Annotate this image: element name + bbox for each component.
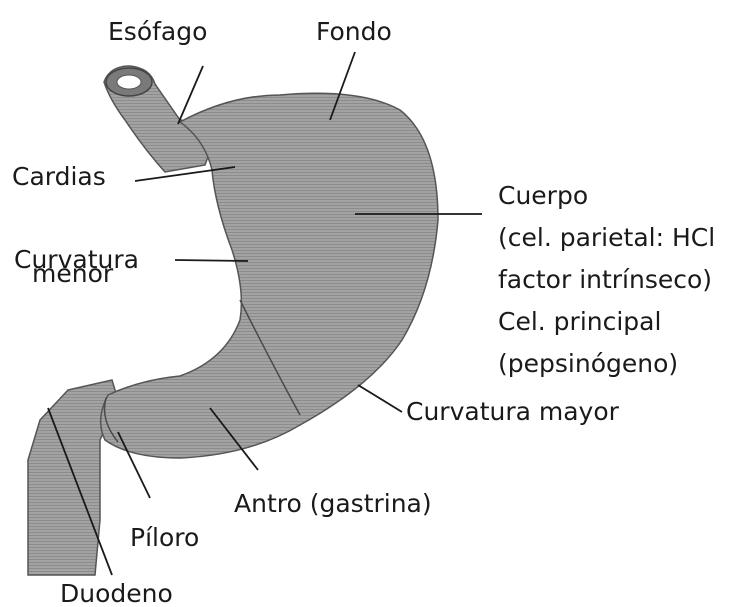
esophagus-lumen xyxy=(117,75,141,89)
label-duodeno: Duodeno xyxy=(60,579,173,607)
leader-curvatura-mayor xyxy=(358,385,402,412)
label-fondo: Fondo xyxy=(316,17,392,46)
label-cuerpo-3: factor intrínseco) xyxy=(498,265,712,294)
leader-curvatura-menor xyxy=(175,260,248,261)
label-cuerpo-4: Cel. principal xyxy=(498,307,661,336)
label-cuerpo-2: (cel. parietal: HCl xyxy=(498,223,715,252)
label-curvatura-menor-2: menor xyxy=(32,259,114,288)
label-antro: Antro (gastrina) xyxy=(234,489,432,518)
label-cardias: Cardias xyxy=(12,162,106,191)
label-curvatura-mayor: Curvatura mayor xyxy=(406,397,620,426)
label-cuerpo-5: (pepsinógeno) xyxy=(498,349,678,378)
label-esofago: Esófago xyxy=(108,17,207,46)
label-cuerpo-1: Cuerpo xyxy=(498,181,588,210)
label-piloro: Píloro xyxy=(130,523,199,552)
